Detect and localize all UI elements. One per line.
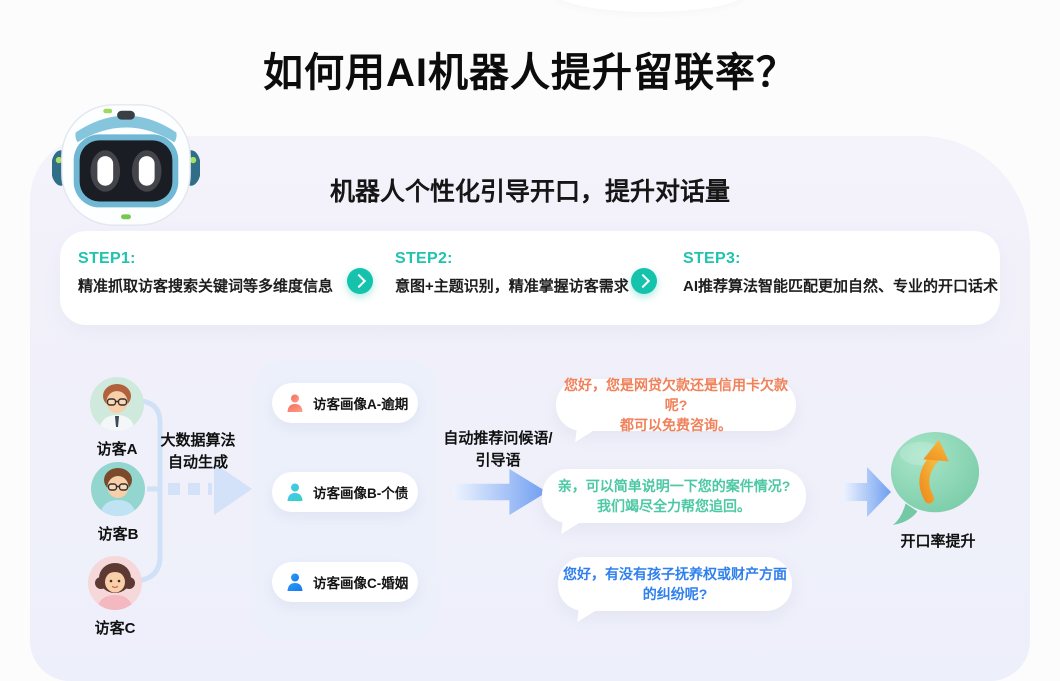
speech-bubble-up-arrow-icon [890,431,980,526]
recommend-label-line2: 引导语 [475,452,521,469]
visitor-b-label: 访客B [97,526,139,543]
top-decorative-blob [552,0,748,12]
step-2: STEP2: 意图+主题识别，精准掌握访客需求 [395,250,629,296]
step-3: STEP3: AI推荐算法智能匹配更加自然、专业的开口话术 [683,250,998,296]
step-2-label: STEP2: [395,250,453,267]
visitor-c-avatar [88,556,142,610]
chevron-right-icon [351,273,367,289]
profile-pill-c: 访客画像C-婚姻 [272,562,418,602]
chat-bubble-overdue-line2: 都可以免费咨询。 [620,417,732,433]
visitor-b: 访客B [90,462,146,544]
chat-bubble-marriage-line1: 您好，有没有孩子抚养权或财产方面 [563,566,787,582]
profile-pill-c-label: 访客画像C-婚姻 [313,576,409,591]
visitor-c: 访客C [87,556,143,638]
profile-pill-b-label: 访客画像B-个债 [313,486,409,501]
page-title: 如何用AI机器人提升留联率？ [263,51,797,95]
chat-bubble-overdue: 您好，您是网贷欠款还是信用卡欠款呢? 都可以免费咨询。 [556,377,796,433]
profile-pill-a: 访客画像A-逾期 [272,383,418,423]
profiles-panel: 访客画像A-逾期 访客画像B-个债 访客画像C-婚姻 [253,361,437,639]
person-icon [287,394,303,412]
recommend-label: 自动推荐问候语/ 引导语 [438,428,558,472]
step-3-label: STEP3: [683,250,741,267]
profile-pill-b: 访客画像B-个债 [272,472,418,512]
result-label: 开口率提升 [900,533,976,550]
visitor-b-avatar [91,462,145,516]
chevron-right-circle-icon [631,268,657,294]
generator-label-line1: 大数据算法 [160,432,236,449]
chat-bubble-debt: 亲，可以简单说明一下您的案件情况? 我们竭尽全力帮您追回。 [542,469,806,523]
chevron-right-icon [635,273,651,289]
chat-bubble-debt-line1: 亲，可以简单说明一下您的案件情况? [557,478,791,494]
step-3-text: AI推荐算法智能匹配更加自然、专业的开口话术 [683,278,999,295]
step-1-label: STEP1: [78,250,136,267]
step-1: STEP1: 精准抓取访客搜索关键词等多维度信息 [78,250,333,296]
person-icon [287,573,303,591]
recommend-label-line1: 自动推荐问候语/ [443,430,553,447]
visitor-c-label: 访客C [94,620,136,637]
visitor-a-avatar [90,377,144,431]
steps-card [60,231,1000,325]
generator-label: 大数据算法 自动生成 [150,430,246,474]
robot-mascot-icon [52,104,200,226]
chat-bubble-overdue-line1: 您好，您是网贷欠款还是信用卡欠款呢? [564,377,788,413]
step-1-text: 精准抓取访客搜索关键词等多维度信息 [78,278,334,295]
visitor-a-label: 访客A [96,441,138,458]
chevron-right-circle-icon [347,268,373,294]
chat-bubble-debt-line2: 我们竭尽全力帮您追回。 [597,498,751,514]
main-card [30,136,1030,681]
profile-pill-a-label: 访客画像A-逾期 [313,397,409,412]
person-icon [287,483,303,501]
chat-bubble-marriage-line2: 的纠纷呢? [642,586,708,602]
chat-bubble-marriage: 您好，有没有孩子抚养权或财产方面 的纠纷呢? [558,557,792,611]
generator-label-line2: 自动生成 [167,454,228,471]
visitor-a: 访客A [89,377,145,459]
card-subtitle: 机器人个性化引导开口，提升对话量 [329,178,730,206]
step-2-text: 意图+主题识别，精准掌握访客需求 [395,278,629,295]
